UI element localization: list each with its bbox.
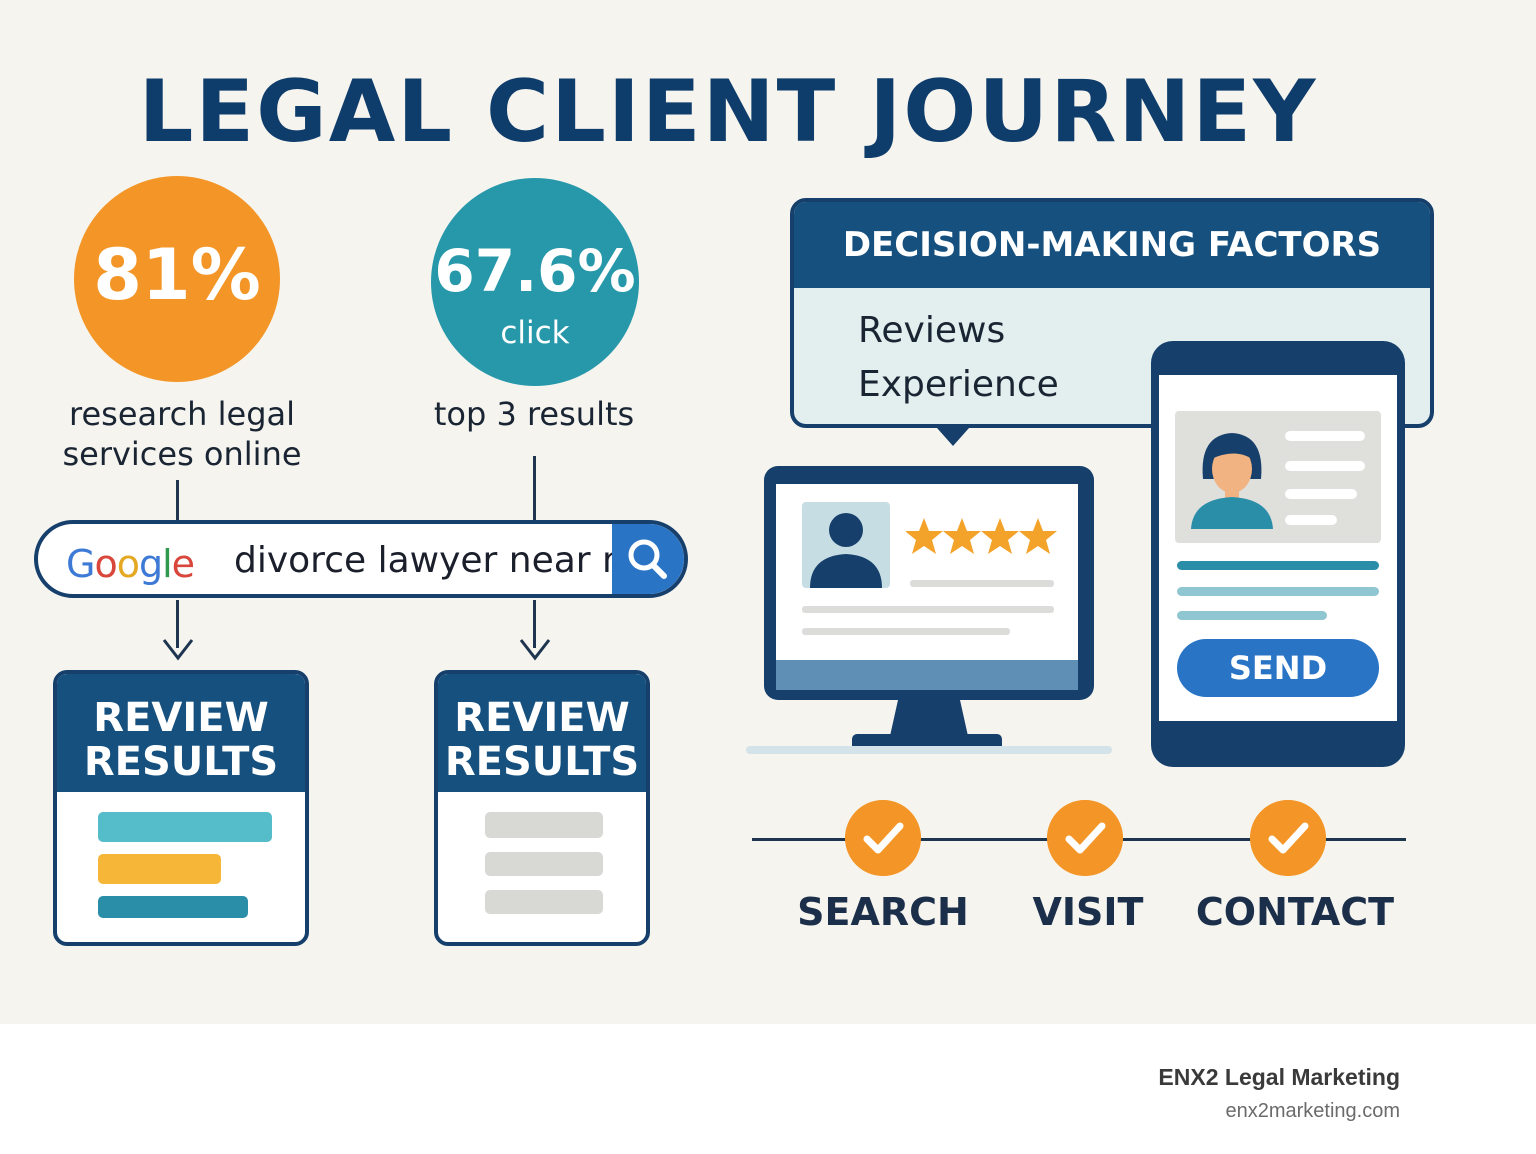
form-line [1177,561,1379,570]
stat-label-research: research legal services online [42,394,322,474]
stat-label-line: research legal [69,395,295,433]
person-avatar-icon [1191,433,1273,529]
step-label-visit: VISIT [1032,890,1144,934]
arrow-line [533,600,536,648]
result-bar [98,854,221,884]
review-results-card: REVIEW RESULTS [53,670,309,946]
phone-frame: SEND [1151,341,1405,767]
send-button[interactable]: SEND [1177,639,1379,697]
desktop-monitor-icon [746,466,1112,754]
search-query[interactable]: divorce lawyer near me [234,540,612,581]
search-icon [628,539,667,579]
stat-value: 67.6% [434,237,636,305]
factor-item: Reviews [858,310,1006,351]
result-bar [485,852,603,876]
result-bar [98,896,248,918]
card-header: REVIEW RESULTS [438,674,646,792]
checkmark-icon [1250,800,1326,876]
factors-title: DECISION-MAKING FACTORS [794,202,1430,288]
profile-line [1285,431,1365,441]
brand-url[interactable]: enx2marketing.com [1225,1100,1400,1122]
decision-factors-panel: DECISION-MAKING FACTORS Reviews Experien… [790,198,1434,428]
result-bar [485,812,603,838]
stat-circle-67: 67.6% click [431,178,639,386]
arrow-line [176,600,179,648]
step-label-contact: CONTACT [1195,890,1395,934]
form-line [1177,611,1327,620]
stat-label-line: services online [62,435,302,473]
result-bar [98,812,272,842]
connector-line [176,480,179,522]
card-header: REVIEW RESULTS [57,674,305,792]
arrow-down-icon [162,639,194,661]
brand-name: ENX2 Legal Marketing [1158,1064,1400,1090]
stat-value: 81% [93,234,261,316]
search-bar[interactable]: Google divorce lawyer near me [34,520,688,598]
checkmark-icon [845,800,921,876]
stat-sub: click [500,315,570,351]
footer: ENX2 Legal Marketing enx2marketing.com [0,1024,1536,1154]
page-title: LEGAL CLIENT JOURNEY [138,62,1318,162]
result-bar [485,890,603,914]
review-results-card: REVIEW RESULTS [434,670,650,946]
connector-line [533,456,536,522]
factor-item: Experience [858,364,1059,405]
search-button[interactable] [612,524,684,594]
profile-card [1175,411,1381,543]
infographic-canvas: LEGAL CLIENT JOURNEY 81% research legal … [0,0,1536,1024]
profile-line [1285,515,1337,525]
stat-circle-81: 81% [74,176,280,382]
phone-screen: SEND [1159,375,1397,721]
profile-line [1285,461,1365,471]
speech-pointer [937,428,969,446]
arrow-down-icon [519,639,551,661]
star-rating-icon [906,518,1057,554]
checkmark-icon [1047,800,1123,876]
form-line [1177,587,1379,596]
google-logo: Google [66,542,195,586]
stat-label-top3: top 3 results [433,395,635,433]
profile-line [1285,489,1357,499]
step-label-search: SEARCH [797,890,969,934]
